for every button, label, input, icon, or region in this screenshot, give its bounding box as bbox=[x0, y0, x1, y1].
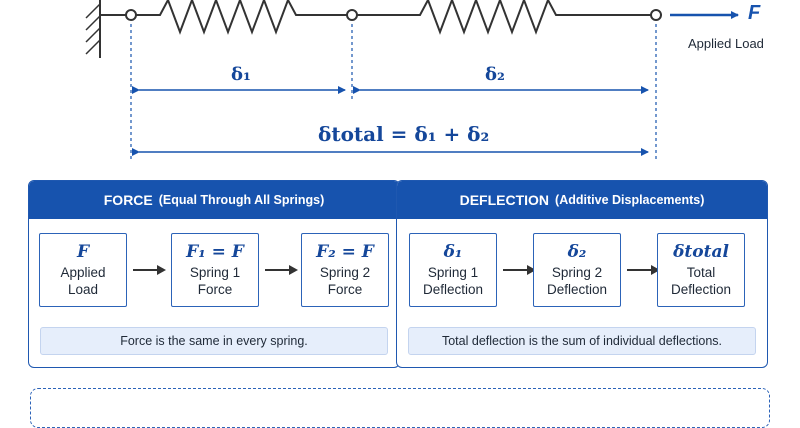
box-label-line2: Deflection bbox=[546, 282, 608, 297]
box-symbol: F bbox=[76, 242, 90, 262]
force-panel-title: FORCE bbox=[103, 192, 153, 208]
box-symbol: F₁ = F bbox=[186, 242, 244, 262]
box-label-line1: Applied bbox=[60, 265, 106, 280]
applied-load-box: F Applied Load bbox=[39, 233, 127, 307]
box-label-line2: Deflection bbox=[670, 282, 732, 297]
force-panel-subtitle: (Equal Through All Springs) bbox=[158, 193, 325, 207]
force-panel: FORCE (Equal Through All Springs) F Appl… bbox=[28, 180, 400, 368]
deflection-panel: DEFLECTION (Additive Displacements) δ₁ S… bbox=[396, 180, 768, 368]
flow-arrow bbox=[265, 265, 298, 275]
force-symbol: F bbox=[748, 2, 761, 24]
node-1 bbox=[125, 9, 137, 21]
box-label-line2: Load bbox=[67, 282, 99, 297]
box-label-line1: Spring 1 bbox=[189, 265, 241, 280]
spring-2 bbox=[357, 0, 651, 35]
spring2-force-box: F₂ = F Spring 2 Force bbox=[301, 233, 389, 307]
delta-total-equation: δtotal = δ₁ + δ₂ bbox=[318, 122, 490, 146]
force-panel-header: FORCE (Equal Through All Springs) bbox=[29, 181, 399, 219]
flow-arrow bbox=[133, 265, 166, 275]
deflection-note: Total deflection is the sum of individua… bbox=[408, 327, 756, 355]
flow-arrow bbox=[627, 265, 660, 275]
box-label-line1: Spring 1 bbox=[427, 265, 479, 280]
node-2 bbox=[346, 9, 358, 21]
total-deflection-box: δtotal Total Deflection bbox=[657, 233, 745, 307]
box-symbol: δtotal bbox=[673, 242, 729, 262]
applied-load-label: Applied Load bbox=[688, 36, 764, 51]
box-label-line1: Spring 2 bbox=[319, 265, 371, 280]
box-label-line1: Spring 2 bbox=[551, 265, 603, 280]
flow-arrow bbox=[503, 265, 536, 275]
deflection-panel-subtitle: (Additive Displacements) bbox=[555, 193, 705, 207]
bottom-dashed-panel bbox=[30, 388, 770, 428]
box-symbol: F₂ = F bbox=[316, 242, 374, 262]
spring1-force-box: F₁ = F Spring 1 Force bbox=[171, 233, 259, 307]
box-label-line2: Force bbox=[197, 282, 233, 297]
spring-system-diagram bbox=[85, 0, 739, 160]
delta1-label: δ₁ bbox=[231, 64, 251, 85]
box-label-line2: Force bbox=[327, 282, 363, 297]
node-3 bbox=[650, 9, 662, 21]
deflection-panel-header: DEFLECTION (Additive Displacements) bbox=[397, 181, 767, 219]
box-symbol: δ₁ bbox=[443, 242, 463, 262]
spring2-deflection-box: δ₂ Spring 2 Deflection bbox=[533, 233, 621, 307]
spring1-deflection-box: δ₁ Spring 1 Deflection bbox=[409, 233, 497, 307]
box-symbol: δ₂ bbox=[567, 242, 587, 262]
fixed-wall bbox=[85, 0, 101, 58]
spring-1 bbox=[136, 0, 347, 35]
box-label-line1: Total bbox=[686, 265, 716, 280]
box-label-line2: Deflection bbox=[422, 282, 484, 297]
deflection-panel-title: DEFLECTION bbox=[459, 192, 550, 208]
delta2-label: δ₂ bbox=[485, 64, 505, 85]
force-note: Force is the same in every spring. bbox=[40, 327, 388, 355]
